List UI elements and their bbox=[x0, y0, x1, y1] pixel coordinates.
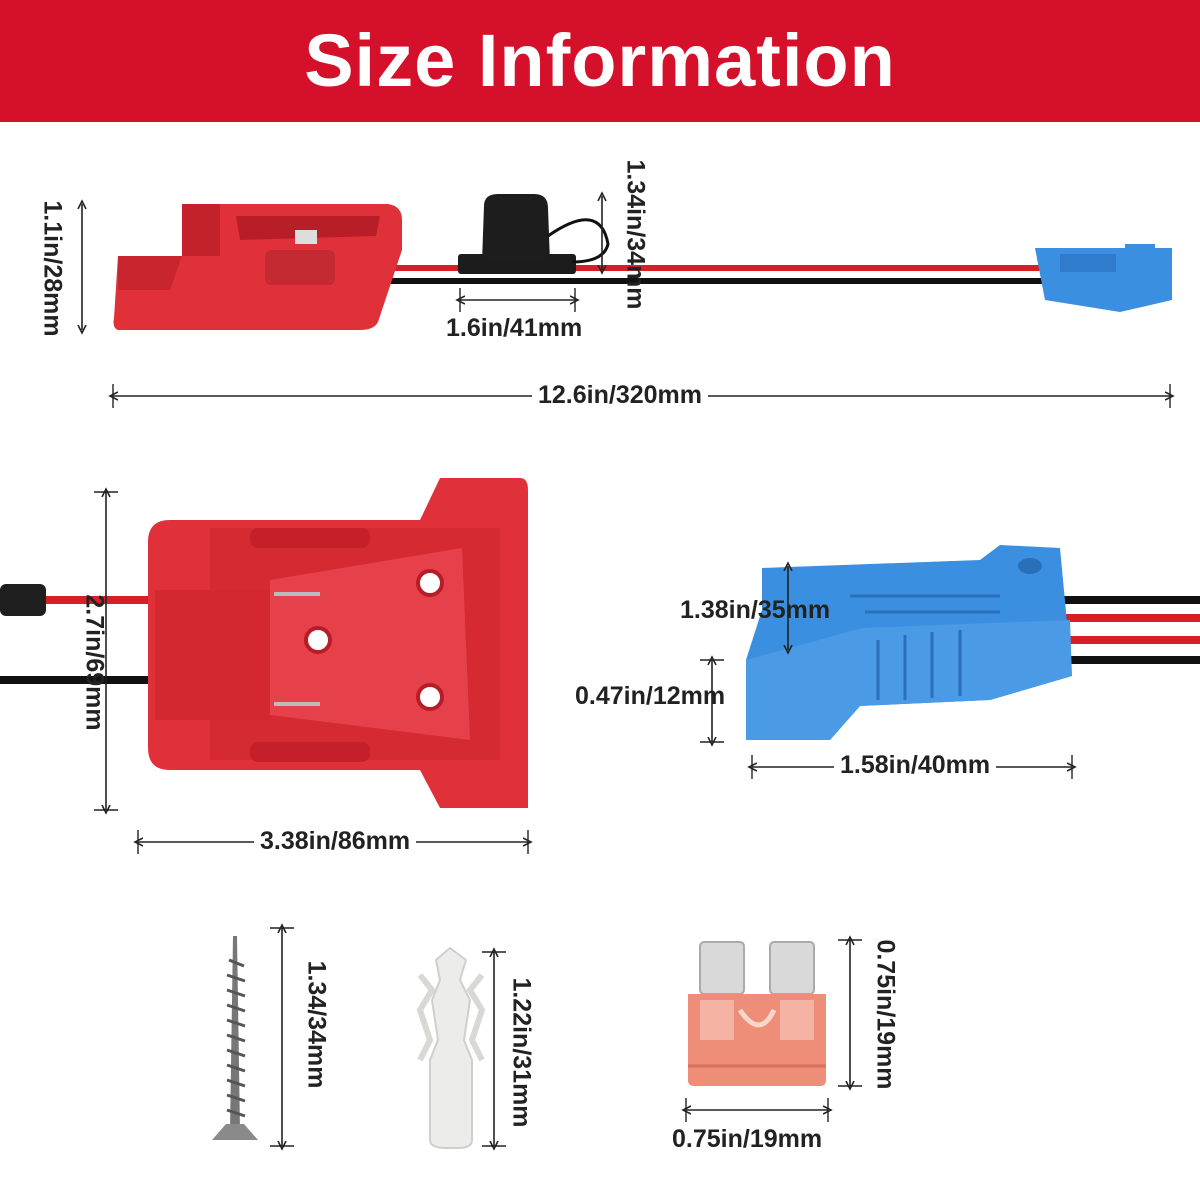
header-banner: Size Information bbox=[0, 0, 1200, 122]
fuse-holder-width-label: 1.6in/41mm bbox=[446, 314, 583, 342]
wall-anchor bbox=[416, 946, 486, 1149]
inline-fuse-holder bbox=[458, 194, 610, 274]
adapter-length-label: 2.7in/69mm bbox=[80, 594, 109, 731]
cable-assembly bbox=[113, 194, 1172, 330]
total-length-label: 12.6in/320mm bbox=[532, 383, 708, 408]
battery-adapter-top bbox=[0, 478, 528, 808]
battery-adapter-side bbox=[113, 204, 402, 330]
anchor-length-label: 1.22in/31mm bbox=[507, 977, 536, 1128]
blade-fuse bbox=[688, 941, 826, 1086]
fuse-height-label: 0.75in/19mm bbox=[871, 939, 900, 1090]
adapter-width-label: 3.38in/86mm bbox=[254, 829, 417, 854]
screw-length-label: 1.34/34mm bbox=[302, 960, 331, 1089]
connector-width-label: 1.58in/40mm bbox=[834, 753, 997, 778]
blue-connector-detail bbox=[746, 545, 1200, 740]
connector-height-top-label: 1.38in/35mm bbox=[680, 596, 831, 624]
adapter-height-label: 1.1in/28mm bbox=[38, 200, 67, 337]
connector-height-bottom-label: 0.47in/12mm bbox=[575, 682, 726, 710]
fuse-holder-height-label: 1.34in/34mm bbox=[621, 159, 650, 310]
fuse-width-label: 0.75in/19mm bbox=[672, 1125, 823, 1153]
blue-connector-side bbox=[1035, 244, 1172, 312]
screw bbox=[212, 936, 258, 1140]
page-title: Size Information bbox=[304, 19, 896, 102]
